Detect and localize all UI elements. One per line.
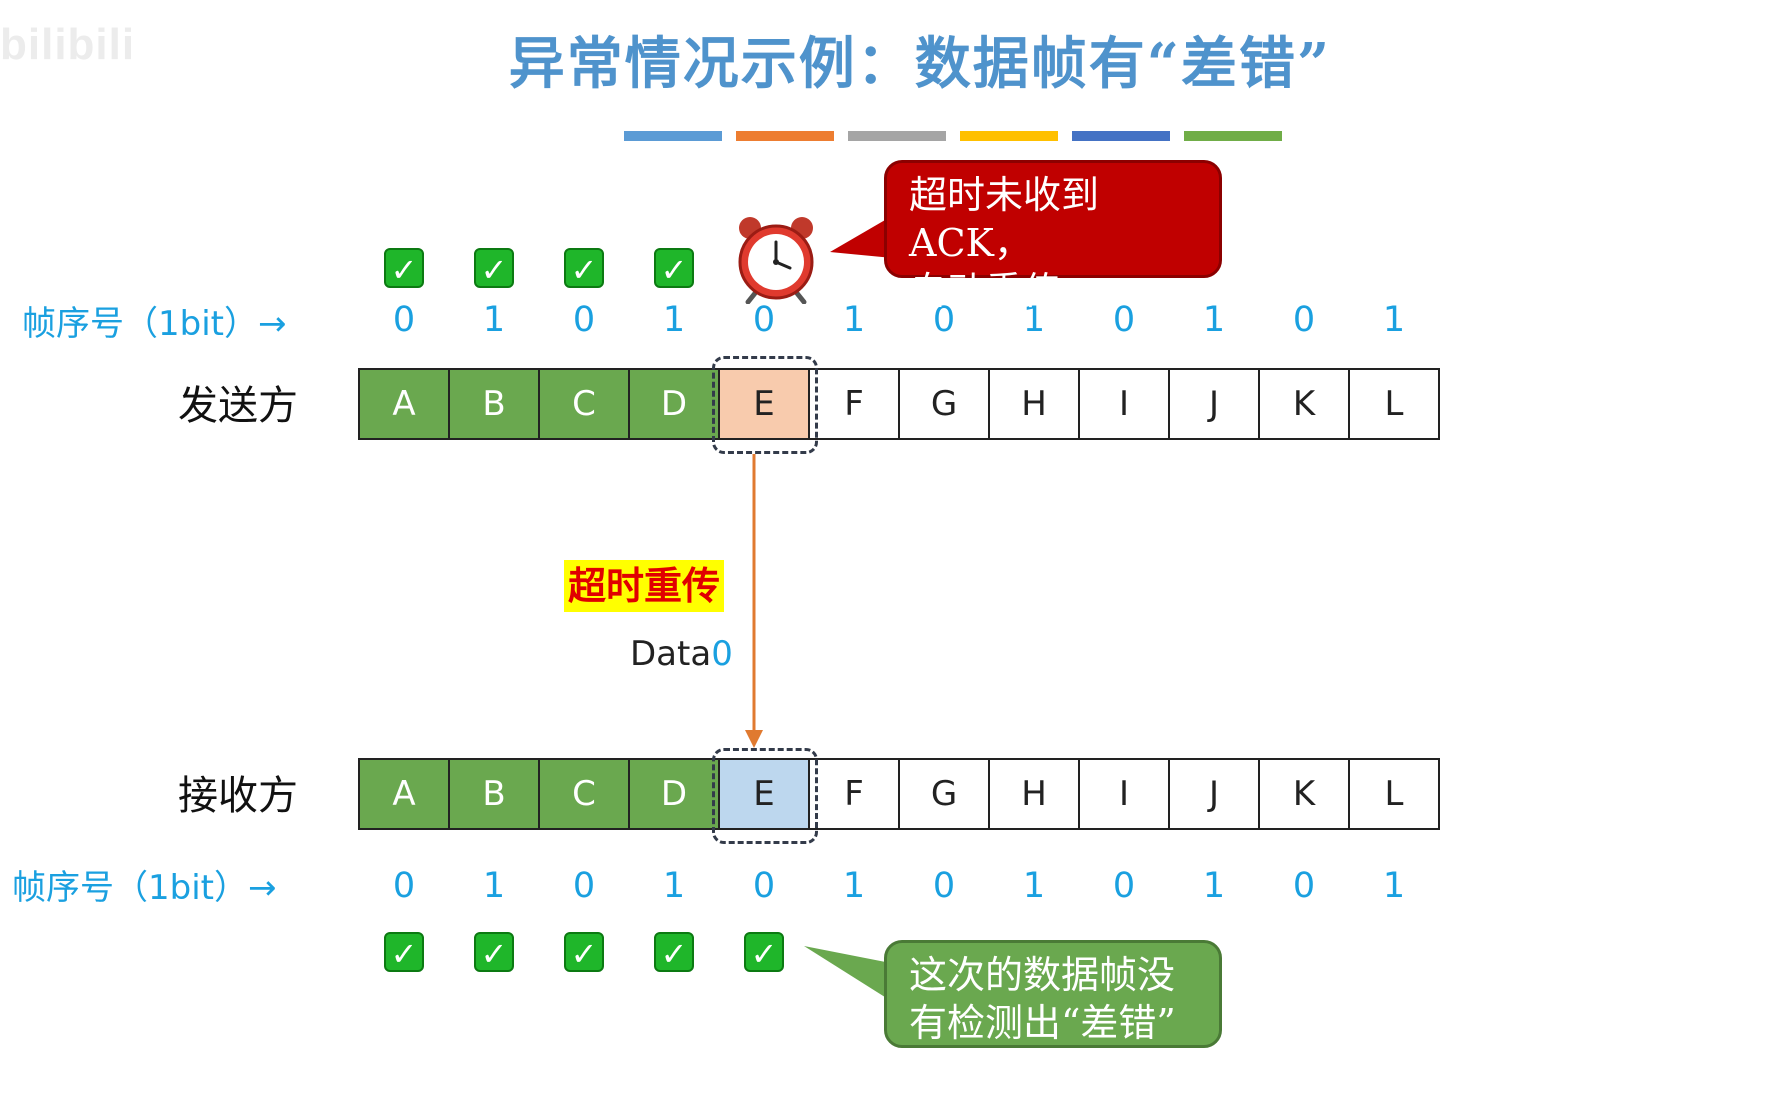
frame-cell-g: G	[898, 758, 990, 830]
frame-cell-h: H	[988, 368, 1080, 440]
frame-cell-l: L	[1348, 368, 1440, 440]
callout-undetected: 这次的数据帧没 有检测出“差错”	[884, 940, 1222, 1048]
frame-cell-a: A	[358, 758, 450, 830]
check-icon: ✓	[474, 932, 514, 973]
seq-number: 1	[1022, 300, 1046, 340]
frame-cell-a: A	[358, 368, 450, 440]
frame-cell-c: C	[538, 758, 630, 830]
frame-cell-j: J	[1168, 368, 1260, 440]
frame-cell-e: E	[718, 758, 810, 830]
frame-cell-g: G	[898, 368, 990, 440]
data-frame-seq: 0	[711, 634, 733, 674]
receiver-label: 接收方	[178, 773, 298, 819]
check-icon: ✓	[384, 248, 424, 289]
receiver-seq-label: 帧序号（1bit）→	[12, 868, 277, 908]
seq-number: 1	[482, 300, 506, 340]
seq-number: 1	[482, 866, 506, 906]
seq-number: 0	[1292, 866, 1316, 906]
frame-cell-k: K	[1258, 758, 1350, 830]
seq-number: 0	[572, 300, 596, 340]
frame-cell-h: H	[988, 758, 1080, 830]
seq-number: 0	[572, 866, 596, 906]
seq-number: 1	[1202, 866, 1226, 906]
title-bar-segment	[624, 131, 722, 141]
callout-timeout-line1: 超时未收到 ACK，	[909, 173, 1100, 265]
seq-number: 1	[842, 866, 866, 906]
seq-number: 1	[662, 866, 686, 906]
check-icon: ✓	[384, 932, 424, 973]
sender-current-frame-box	[712, 356, 818, 454]
check-icon: ✓	[744, 932, 784, 973]
check-icon: ✓	[564, 248, 604, 289]
page-title: 异常情况示例：数据帧有“差错”	[508, 31, 1332, 97]
frame-cell-c: C	[538, 368, 630, 440]
seq-number: 0	[752, 300, 776, 340]
seq-number: 1	[1202, 300, 1226, 340]
frame-cell-j: J	[1168, 758, 1260, 830]
seq-number: 0	[932, 300, 956, 340]
title-bar-segment	[1072, 131, 1170, 141]
frame-cell-d: D	[628, 758, 720, 830]
seq-number: 1	[662, 300, 686, 340]
callout-timeout: 超时未收到 ACK， 自动重传	[884, 160, 1222, 313]
title-bar-segment	[1184, 131, 1282, 141]
check-icon: ✓	[564, 932, 604, 973]
watermark-logo: bilibili	[0, 20, 136, 69]
seq-number: 0	[932, 866, 956, 906]
callout-timeout-tail	[830, 216, 892, 258]
frame-cell-f: F	[808, 368, 900, 440]
check-icon: ✓	[654, 248, 694, 289]
seq-number: 1	[842, 300, 866, 340]
callout-undetected-line2: 有检测出“差错”	[909, 1001, 1176, 1045]
retransmit-label: 超时重传	[564, 560, 725, 612]
title-bar-segment	[960, 131, 1058, 141]
seq-number: 1	[1382, 866, 1406, 906]
frame-cell-k: K	[1258, 368, 1350, 440]
sender-label: 发送方	[178, 383, 298, 429]
check-icon: ✓	[474, 248, 514, 289]
frame-cell-i: I	[1078, 368, 1170, 440]
callout-timeout-line2: 自动重传	[909, 269, 1062, 313]
transmission-arrow	[745, 454, 763, 748]
seq-number: 0	[1112, 866, 1136, 906]
data-frame-label: Data0	[630, 630, 733, 678]
frame-cell-b: B	[448, 368, 540, 440]
frame-cell-b: B	[448, 758, 540, 830]
title-bar-segment	[848, 131, 946, 141]
seq-number: 0	[1292, 300, 1316, 340]
frame-cell-i: I	[1078, 758, 1170, 830]
frame-cell-l: L	[1348, 758, 1440, 830]
check-icon: ✓	[654, 932, 694, 973]
seq-number: 0	[392, 866, 416, 906]
callout-undetected-line1: 这次的数据帧没	[909, 953, 1176, 997]
frame-cell-f: F	[808, 758, 900, 830]
alarm-clock-icon	[738, 217, 814, 304]
callout-undetected-tail	[804, 946, 896, 1004]
seq-number: 1	[1022, 866, 1046, 906]
frame-cell-d: D	[628, 368, 720, 440]
seq-number: 0	[392, 300, 416, 340]
data-frame-text: Data	[630, 634, 712, 674]
title-bar-segment	[736, 131, 834, 141]
seq-number: 0	[1112, 300, 1136, 340]
seq-number: 1	[1382, 300, 1406, 340]
receiver-current-frame-box	[712, 748, 818, 844]
sender-seq-label: 帧序号（1bit）→	[22, 304, 287, 344]
seq-number: 0	[752, 866, 776, 906]
